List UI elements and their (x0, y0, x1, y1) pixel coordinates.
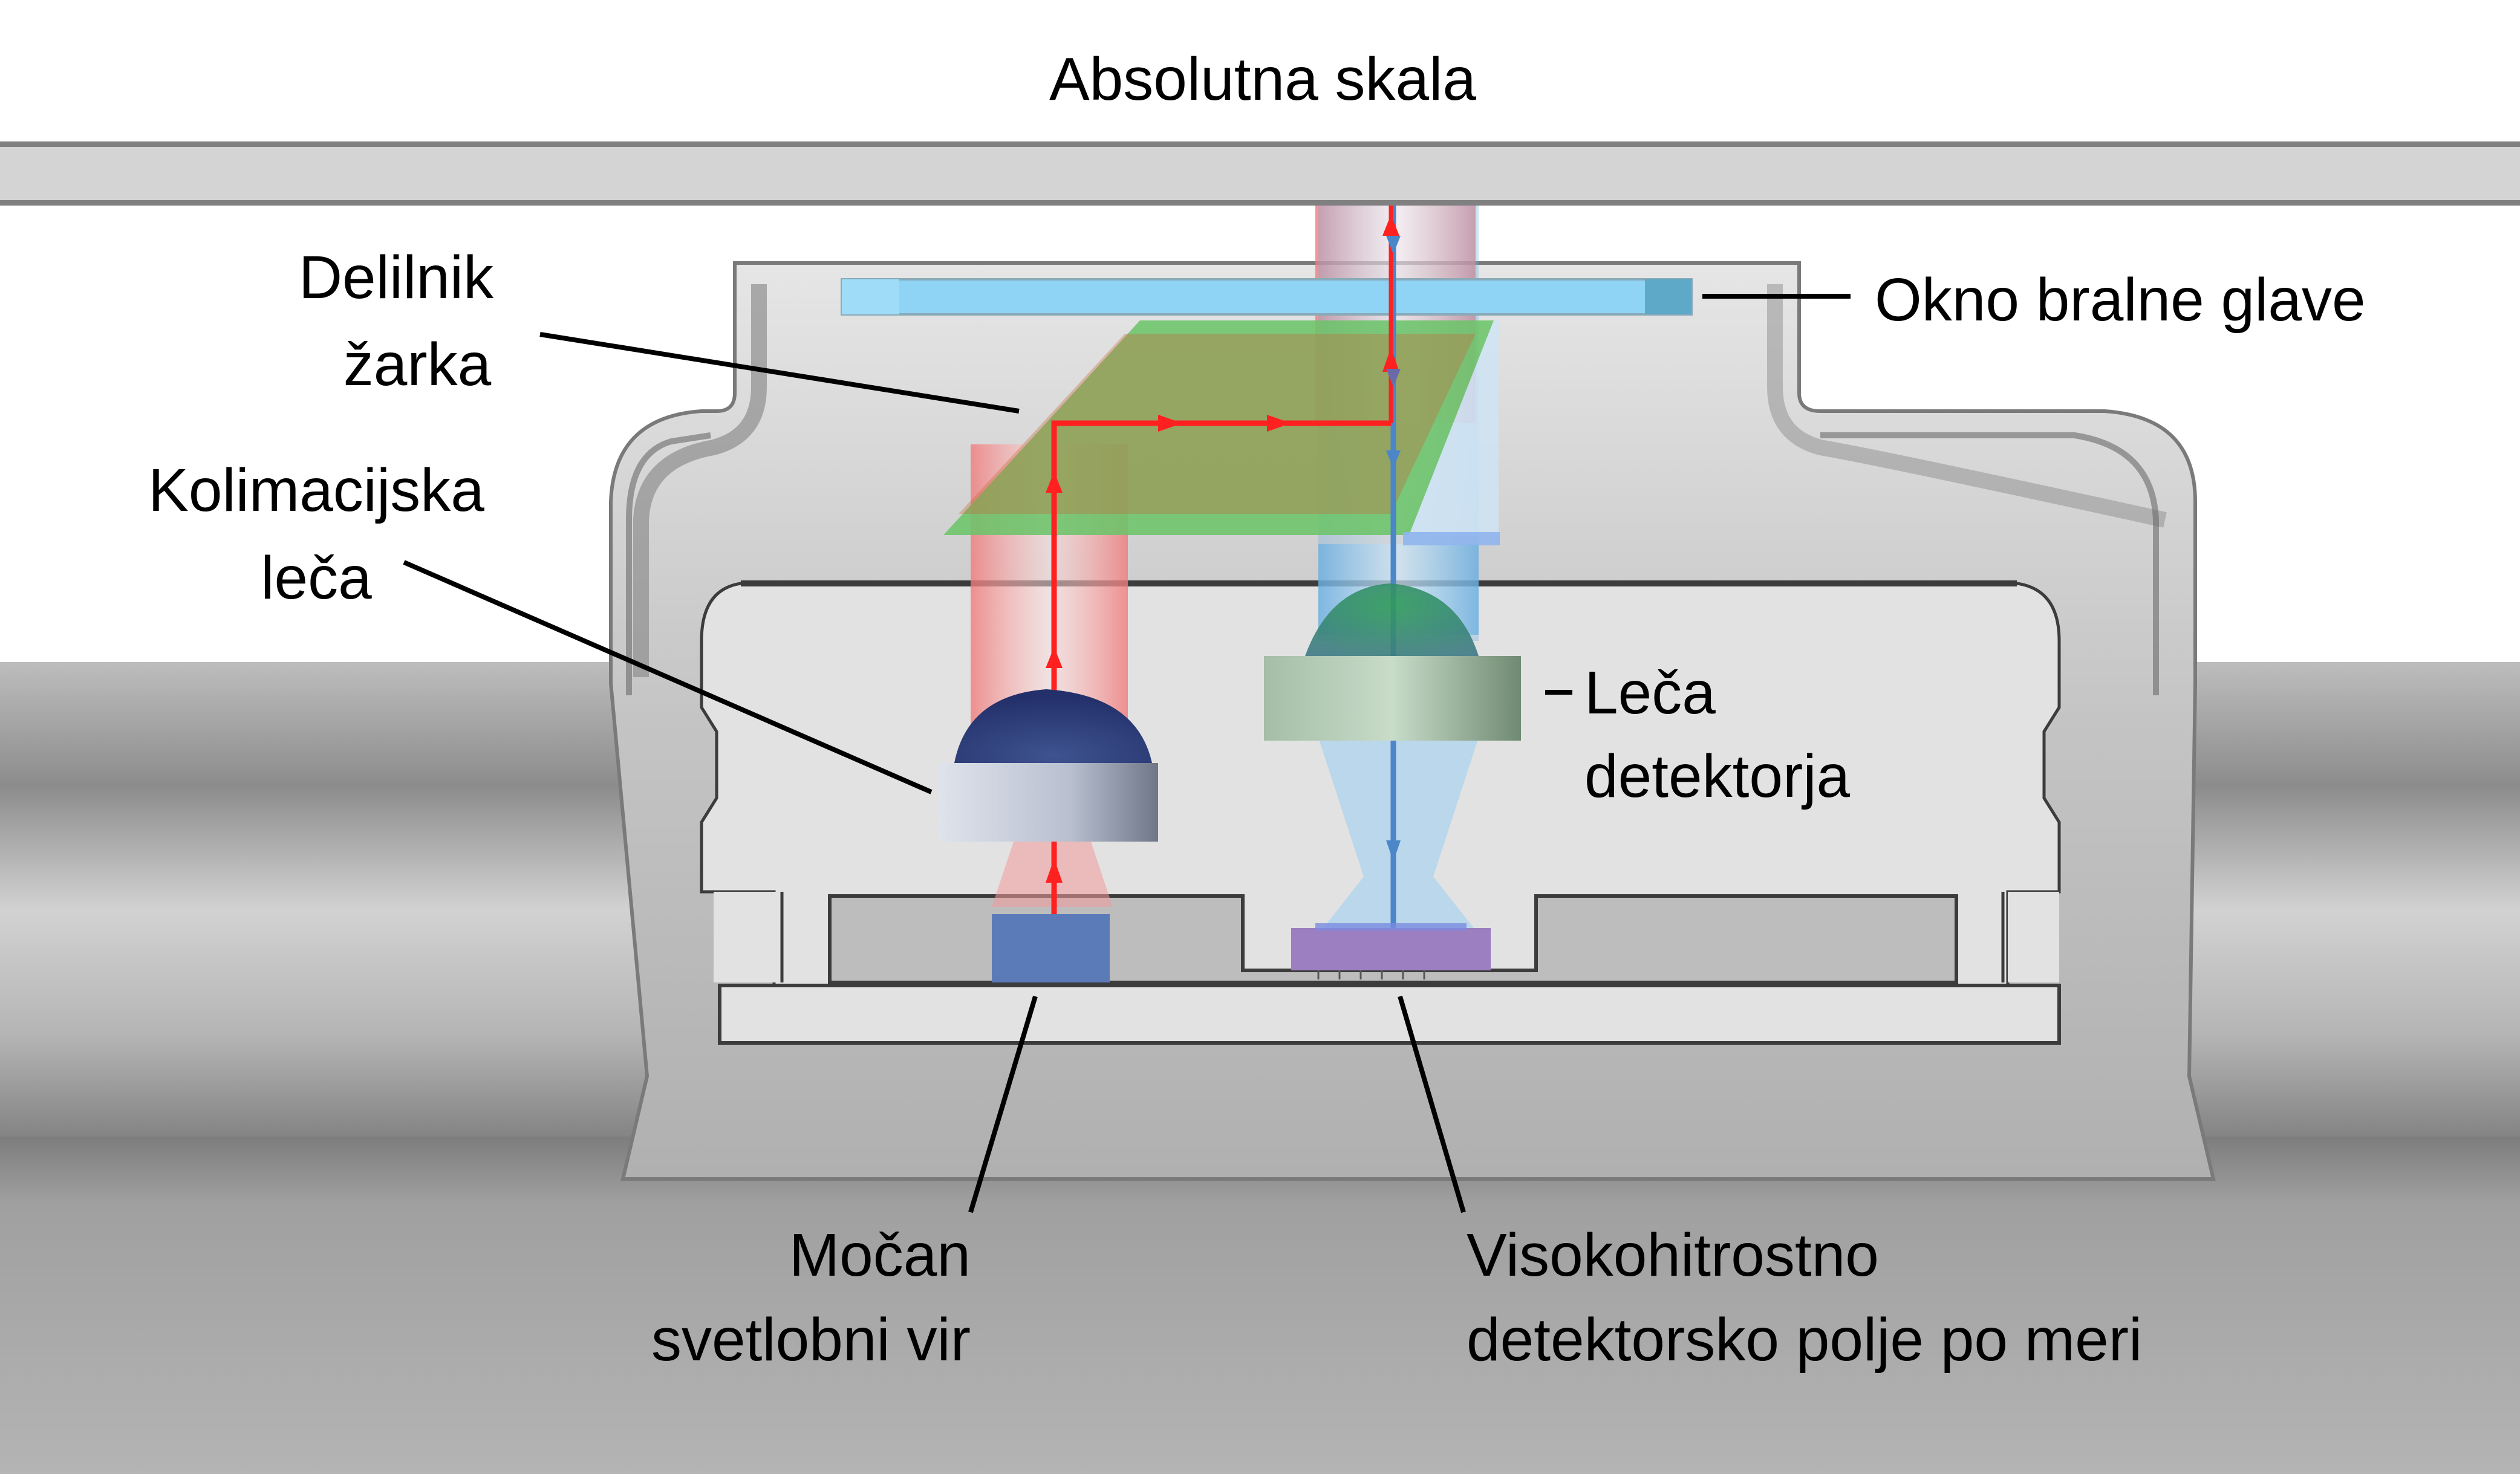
label-collimating-lens-line1: Kolimacijska (148, 456, 484, 524)
light-source (992, 914, 1110, 982)
leader-collimating-lens (403, 560, 933, 794)
label-collimating-lens-line2: leča (261, 544, 372, 612)
title-absolute-scale: Absolutna skala (1049, 45, 1476, 113)
label-beam-splitter-line1: Delilnik (299, 244, 494, 311)
absolute-scale (0, 141, 2520, 206)
leader-light-source (968, 995, 1038, 1213)
label-beam-splitter-line2: žarka (343, 331, 492, 398)
detector-lens (1264, 583, 1521, 741)
label-detector-array-line1: Visokohitrostno (1467, 1221, 1879, 1289)
label-detector-lens-line2: detektorja (1584, 742, 1851, 810)
label-light-source-line2: svetlobni vir (651, 1306, 971, 1374)
leader-beam-splitter (539, 332, 1020, 414)
label-readhead-window: Okno bralne glave (1875, 266, 2366, 334)
label-light-source-line1: Močan (789, 1221, 971, 1289)
label-detector-lens-line1: Leča (1584, 659, 1716, 727)
detector-array (1291, 923, 1491, 979)
leader-detector-array (1398, 995, 1466, 1213)
label-detector-array-line2: detektorsko polje po meri (1467, 1306, 2142, 1374)
leader-lines (403, 294, 1851, 1213)
readhead-window (841, 278, 1693, 316)
collimating-lens (939, 689, 1158, 842)
